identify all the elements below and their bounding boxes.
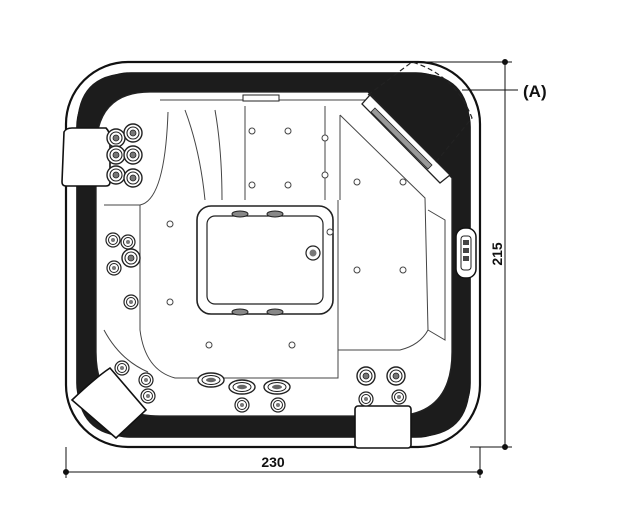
dimension-height [420, 59, 512, 450]
jets-left-upper [106, 123, 143, 188]
control-panel [455, 227, 477, 279]
center-seat [196, 205, 334, 315]
center-seat-jets [231, 210, 321, 316]
spa-rim [77, 73, 470, 437]
pillow-bottom-right [354, 405, 412, 449]
dimension-width [63, 447, 483, 478]
cover-lifter-rail [361, 94, 451, 184]
callout-label-a: (A) [523, 82, 547, 101]
option-area-a [367, 61, 473, 163]
pillow-bottom-left [70, 366, 148, 440]
width-dimension-label: 230 [261, 454, 285, 470]
pillow-top-left [61, 127, 111, 187]
skimmer [242, 94, 280, 102]
height-dimension-label: 215 [489, 242, 505, 266]
